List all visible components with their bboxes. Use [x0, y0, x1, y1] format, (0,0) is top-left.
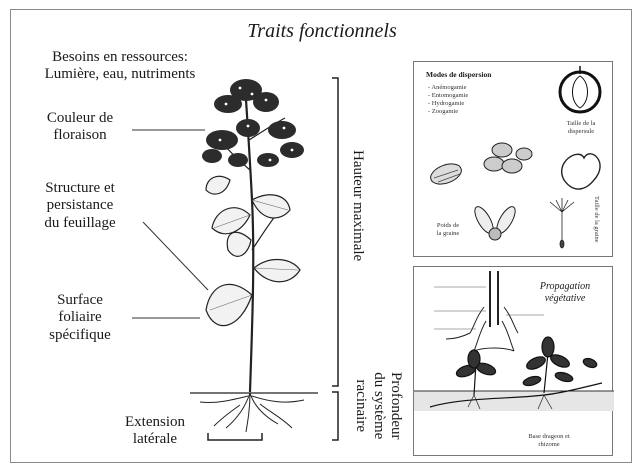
foliage-structure-leader [143, 222, 208, 290]
lateral-bracket [208, 433, 262, 440]
flower-cluster [202, 79, 304, 167]
root-system [200, 393, 304, 432]
winged-seed-icon [471, 204, 518, 240]
pappus-seed-icon [550, 198, 574, 248]
seed-cluster-icon [484, 143, 532, 173]
propagation-panel: Propagation végétative Base drageon et r… [413, 266, 613, 456]
root-depth-bracket [332, 392, 338, 440]
soil-band [414, 391, 614, 411]
fruit-section-icon [560, 66, 600, 112]
propagation-illustration [414, 267, 614, 457]
seed-pod-icon [428, 160, 464, 188]
heart-seed-icon [562, 154, 600, 189]
height-bracket [332, 78, 338, 386]
rhizome-icon [434, 271, 544, 351]
dispersion-panel: Modes de dispersion - Anémogamie - Entom… [413, 61, 613, 257]
seed-illustrations [414, 62, 614, 258]
